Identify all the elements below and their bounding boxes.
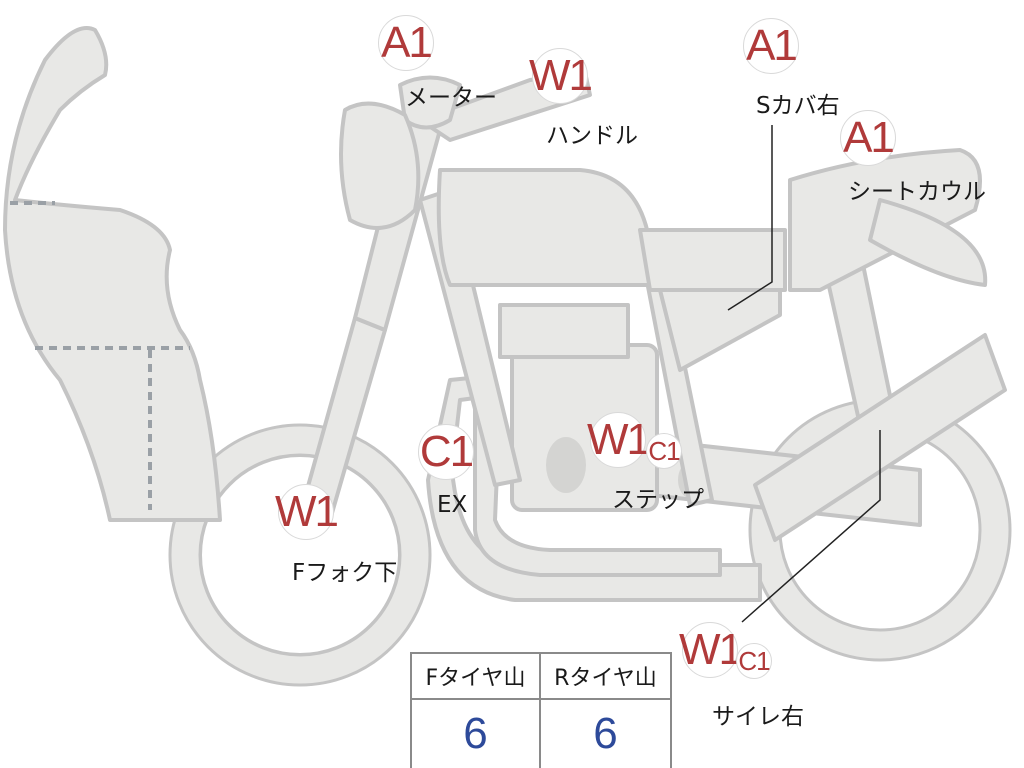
exhaust-pipe bbox=[426, 374, 762, 602]
silencer-grade-badge: W1 bbox=[679, 622, 743, 678]
tire-tread-table: Fタイヤ山 Rタイヤ山 6 6 bbox=[410, 652, 672, 768]
step-sub-grade-badge: C1 bbox=[646, 433, 682, 469]
exhaust-label: EX bbox=[437, 492, 468, 518]
meter-grade-badge: A1 bbox=[378, 15, 434, 71]
handle-label: ハンドル bbox=[546, 123, 638, 149]
rear-tire-value: 6 bbox=[593, 709, 618, 758]
side-cover-label: Sカバ右 bbox=[756, 93, 840, 119]
side-cover-grade-badge: A1 bbox=[743, 18, 799, 74]
meter bbox=[398, 75, 462, 130]
fuel-tank bbox=[436, 168, 652, 287]
seat bbox=[638, 228, 787, 292]
seat-cowl-grade-badge: A1 bbox=[840, 110, 896, 166]
meter-label: メーター bbox=[405, 85, 497, 111]
headlight bbox=[339, 101, 421, 230]
front-fork-label: Fフォク下 bbox=[292, 560, 398, 586]
front-tire-header: Fタイヤ山 bbox=[412, 654, 541, 700]
exhaust-grade-badge: C1 bbox=[418, 424, 474, 480]
silencer-sub-grade-badge: C1 bbox=[736, 643, 772, 679]
front-fairing bbox=[3, 26, 222, 522]
handle-grade-badge: W1 bbox=[529, 48, 593, 104]
step-grade-badge: W1 bbox=[587, 412, 651, 468]
front-tire-value: 6 bbox=[412, 700, 541, 768]
seat-cowl-label: シートカウル bbox=[848, 179, 986, 205]
step-label: ステップ bbox=[612, 487, 704, 513]
side-cover bbox=[658, 288, 782, 372]
rear-tire-header: Rタイヤ山 bbox=[541, 654, 670, 700]
silencer-label: サイレ右 bbox=[712, 704, 804, 730]
front-fork-grade-badge: W1 bbox=[275, 484, 339, 540]
